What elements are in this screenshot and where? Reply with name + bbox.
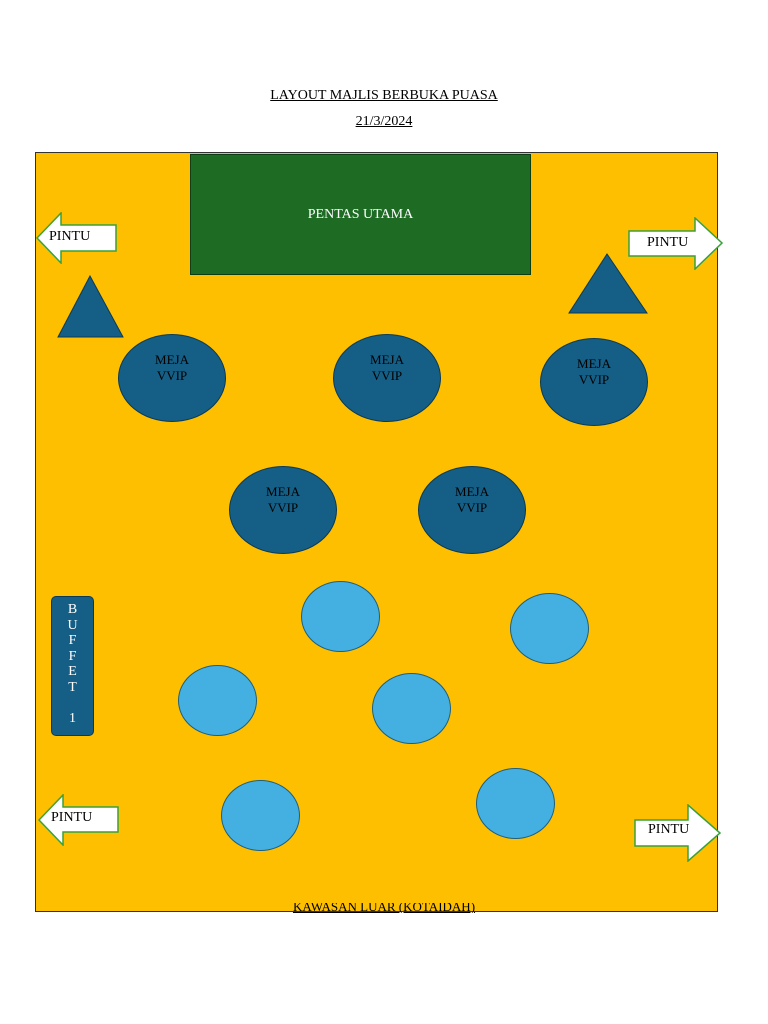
outside-area-label: KAWASAN LUAR (KOTAIDAH): [292, 903, 476, 913]
guest-table: [301, 581, 380, 652]
buffet-letter: T: [68, 679, 77, 695]
vvip-label-line1: MEJA: [266, 484, 300, 499]
right-arrow-icon: [628, 217, 724, 270]
vvip-label-line1: MEJA: [577, 356, 611, 371]
door-top-right: PINTU: [628, 217, 724, 270]
buffet-letter: U: [67, 617, 78, 633]
door-bottom-right: PINTU: [634, 804, 722, 862]
vvip-label-line1: MEJA: [455, 484, 489, 499]
door-label: PINTU: [647, 235, 689, 250]
left-arrow-icon: [36, 212, 117, 264]
layout-title: LAYOUT MAJLIS BERBUKA PUASA: [270, 88, 498, 103]
guest-table: [221, 780, 300, 851]
right-arrow-icon: [634, 804, 722, 862]
door-label: PINTU: [49, 229, 91, 244]
door-label: PINTU: [648, 822, 690, 837]
door-bottom-left: PINTU: [38, 794, 120, 846]
vvip-table: MEJA VVIP: [229, 466, 337, 554]
vvip-label-line2: VVIP: [578, 372, 610, 387]
door-label: PINTU: [51, 810, 93, 825]
buffet-number: 1: [69, 711, 76, 726]
guest-table: [476, 768, 555, 839]
door-top-left: PINTU: [36, 212, 118, 264]
vvip-table: MEJA VVIP: [540, 338, 648, 426]
guest-table: [510, 593, 589, 664]
vvip-table: MEJA VVIP: [333, 334, 441, 422]
buffet-letter: E: [68, 664, 77, 680]
triangle-marker-left: [57, 274, 124, 338]
guest-table: [372, 673, 451, 744]
vvip-label-line2: VVIP: [267, 500, 299, 515]
stage-label: PENTAS UTAMA: [307, 207, 414, 222]
vvip-label-line2: VVIP: [156, 368, 188, 383]
guest-table: [178, 665, 257, 736]
buffet-letter: B: [67, 602, 78, 617]
vvip-table: MEJA VVIP: [118, 334, 226, 422]
layout-date: 21/3/2024: [355, 114, 413, 129]
left-arrow-icon: [38, 794, 119, 846]
main-stage: PENTAS UTAMA: [190, 154, 531, 275]
vvip-table: MEJA VVIP: [418, 466, 526, 554]
buffet-table: B U F F E T 1: [51, 596, 94, 736]
vvip-label-line1: MEJA: [370, 352, 404, 367]
buffet-letter: F: [68, 633, 77, 649]
triangle-marker-right: [568, 253, 648, 314]
buffet-letter: F: [68, 648, 77, 664]
buffet-letters: B U F F E T: [52, 602, 93, 696]
vvip-label-line2: VVIP: [456, 500, 488, 515]
vvip-label-line2: VVIP: [371, 368, 403, 383]
vvip-label-line1: MEJA: [155, 352, 189, 367]
